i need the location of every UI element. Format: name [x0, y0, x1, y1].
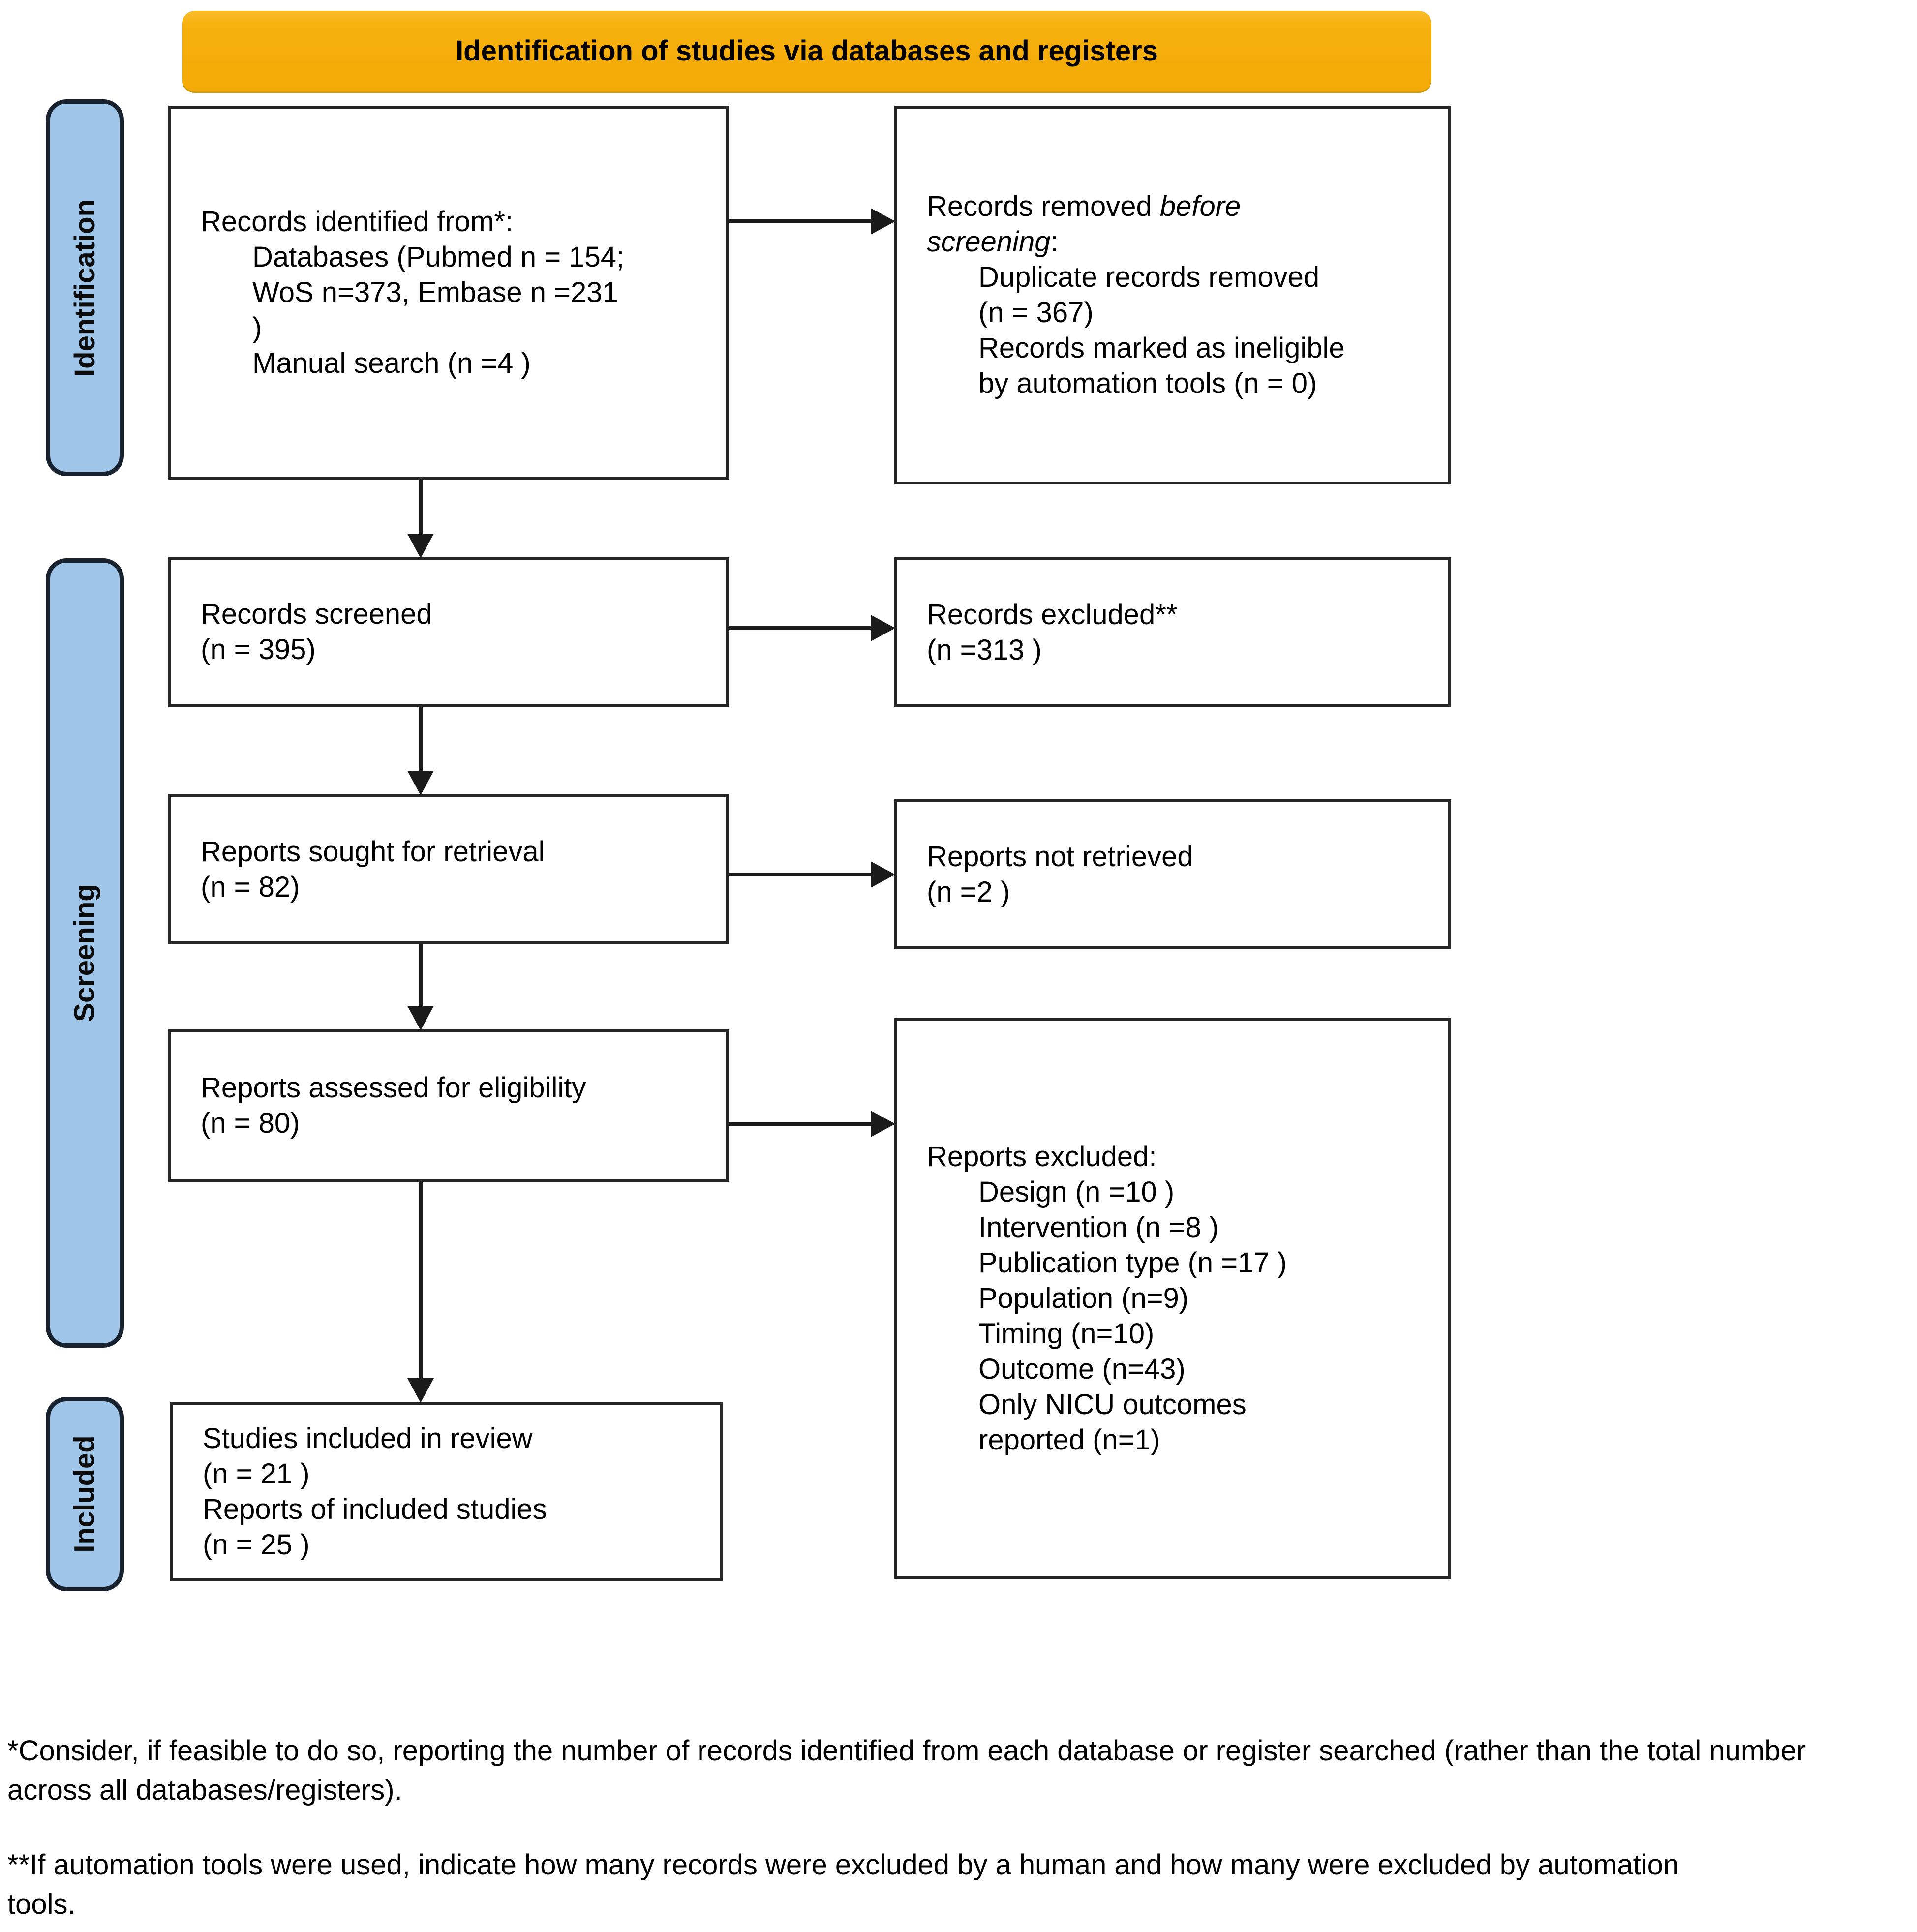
box-line: Only NICU outcomes — [978, 1389, 1247, 1420]
arrow-sought-down — [419, 944, 423, 1006]
box-line: Outcome (n=43) — [978, 1353, 1186, 1385]
box-line: Reports assessed for eligibility — [201, 1072, 586, 1104]
box-line: Duplicate records removed — [978, 261, 1320, 293]
box-records-removed: Records removed before screening: Duplic… — [894, 106, 1451, 484]
box-line: Publication type (n =17 ) — [978, 1247, 1287, 1279]
stage-label-screening: Screening — [69, 884, 101, 1022]
arrow-assessed-down — [419, 1182, 423, 1378]
box-records-screened: Records screened (n = 395) — [168, 557, 729, 707]
box-line: ) — [252, 312, 262, 344]
box-line: Reports excluded: — [927, 1141, 1157, 1173]
box-studies-included: Studies included in review (n = 21 ) Rep… — [170, 1402, 723, 1581]
arrow-identified-to-removed — [729, 219, 871, 223]
box-line: (n = 367) — [978, 297, 1094, 329]
box-line: Records identified from*: — [201, 206, 514, 238]
stage-label-included: Included — [69, 1435, 101, 1553]
arrow-identified-down — [419, 480, 423, 534]
box-line: by automation tools (n = 0) — [978, 367, 1317, 399]
box-line: Intervention (n =8 ) — [978, 1211, 1219, 1243]
box-line: Design (n =10 ) — [978, 1176, 1175, 1208]
box-line: Records screened — [201, 598, 432, 630]
stage-label-identification: Identification — [69, 199, 101, 377]
box-line: Reports sought for retrieval — [201, 835, 545, 868]
box-line: (n = 82) — [201, 871, 300, 903]
arrow-sought-to-not-retrieved — [729, 873, 871, 876]
arrow-screened-down — [419, 707, 423, 771]
box-line: Manual search (n =4 ) — [252, 347, 531, 379]
box-line: Records marked as ineligible — [978, 332, 1345, 364]
box-reports-assessed: Reports assessed for eligibility (n = 80… — [168, 1029, 729, 1182]
box-line: Records excluded** — [927, 598, 1178, 631]
box-line: Records removed before — [927, 190, 1241, 222]
stage-bar-included: Included — [46, 1397, 124, 1591]
box-line: screening: — [927, 226, 1059, 258]
box-line: Timing (n=10) — [978, 1318, 1155, 1350]
box-records-identified: Records identified from*: Databases (Pub… — [168, 106, 729, 480]
box-line: WoS n=373, Embase n =231 — [252, 276, 618, 308]
box-line: reported (n=1) — [978, 1424, 1160, 1456]
box-line: Studies included in review — [203, 1422, 533, 1454]
footnote-asterisk: *Consider, if feasible to do so, reporti… — [7, 1735, 1806, 1806]
box-line: Databases (Pubmed n = 154; — [252, 241, 625, 273]
stage-bar-screening: Screening — [46, 558, 124, 1348]
stage-bar-identification: Identification — [46, 99, 124, 476]
box-line: Reports not retrieved — [927, 840, 1193, 873]
box-records-excluded: Records excluded** (n =313 ) — [894, 557, 1451, 707]
box-line: Population (n=9) — [978, 1282, 1189, 1314]
banner-title: Identification of studies via databases … — [456, 35, 1158, 67]
box-line: Reports of included studies — [203, 1493, 547, 1525]
arrow-assessed-to-excluded — [729, 1122, 871, 1126]
box-line: (n = 80) — [201, 1107, 300, 1139]
box-line: (n =2 ) — [927, 875, 1010, 908]
footnote-double-asterisk: **If automation tools were used, indicat… — [7, 1849, 1679, 1920]
box-reports-excluded: Reports excluded: Design (n =10 ) Interv… — [894, 1018, 1451, 1579]
box-line: (n =313 ) — [927, 634, 1042, 666]
box-line: (n = 21 ) — [203, 1457, 310, 1490]
box-line: (n = 395) — [201, 634, 316, 665]
banner: Identification of studies via databases … — [182, 11, 1431, 91]
arrow-screened-to-excluded — [729, 626, 871, 630]
box-line: (n = 25 ) — [203, 1528, 310, 1561]
box-reports-sought: Reports sought for retrieval (n = 82) — [168, 794, 729, 944]
box-reports-not-retrieved: Reports not retrieved (n =2 ) — [894, 799, 1451, 949]
